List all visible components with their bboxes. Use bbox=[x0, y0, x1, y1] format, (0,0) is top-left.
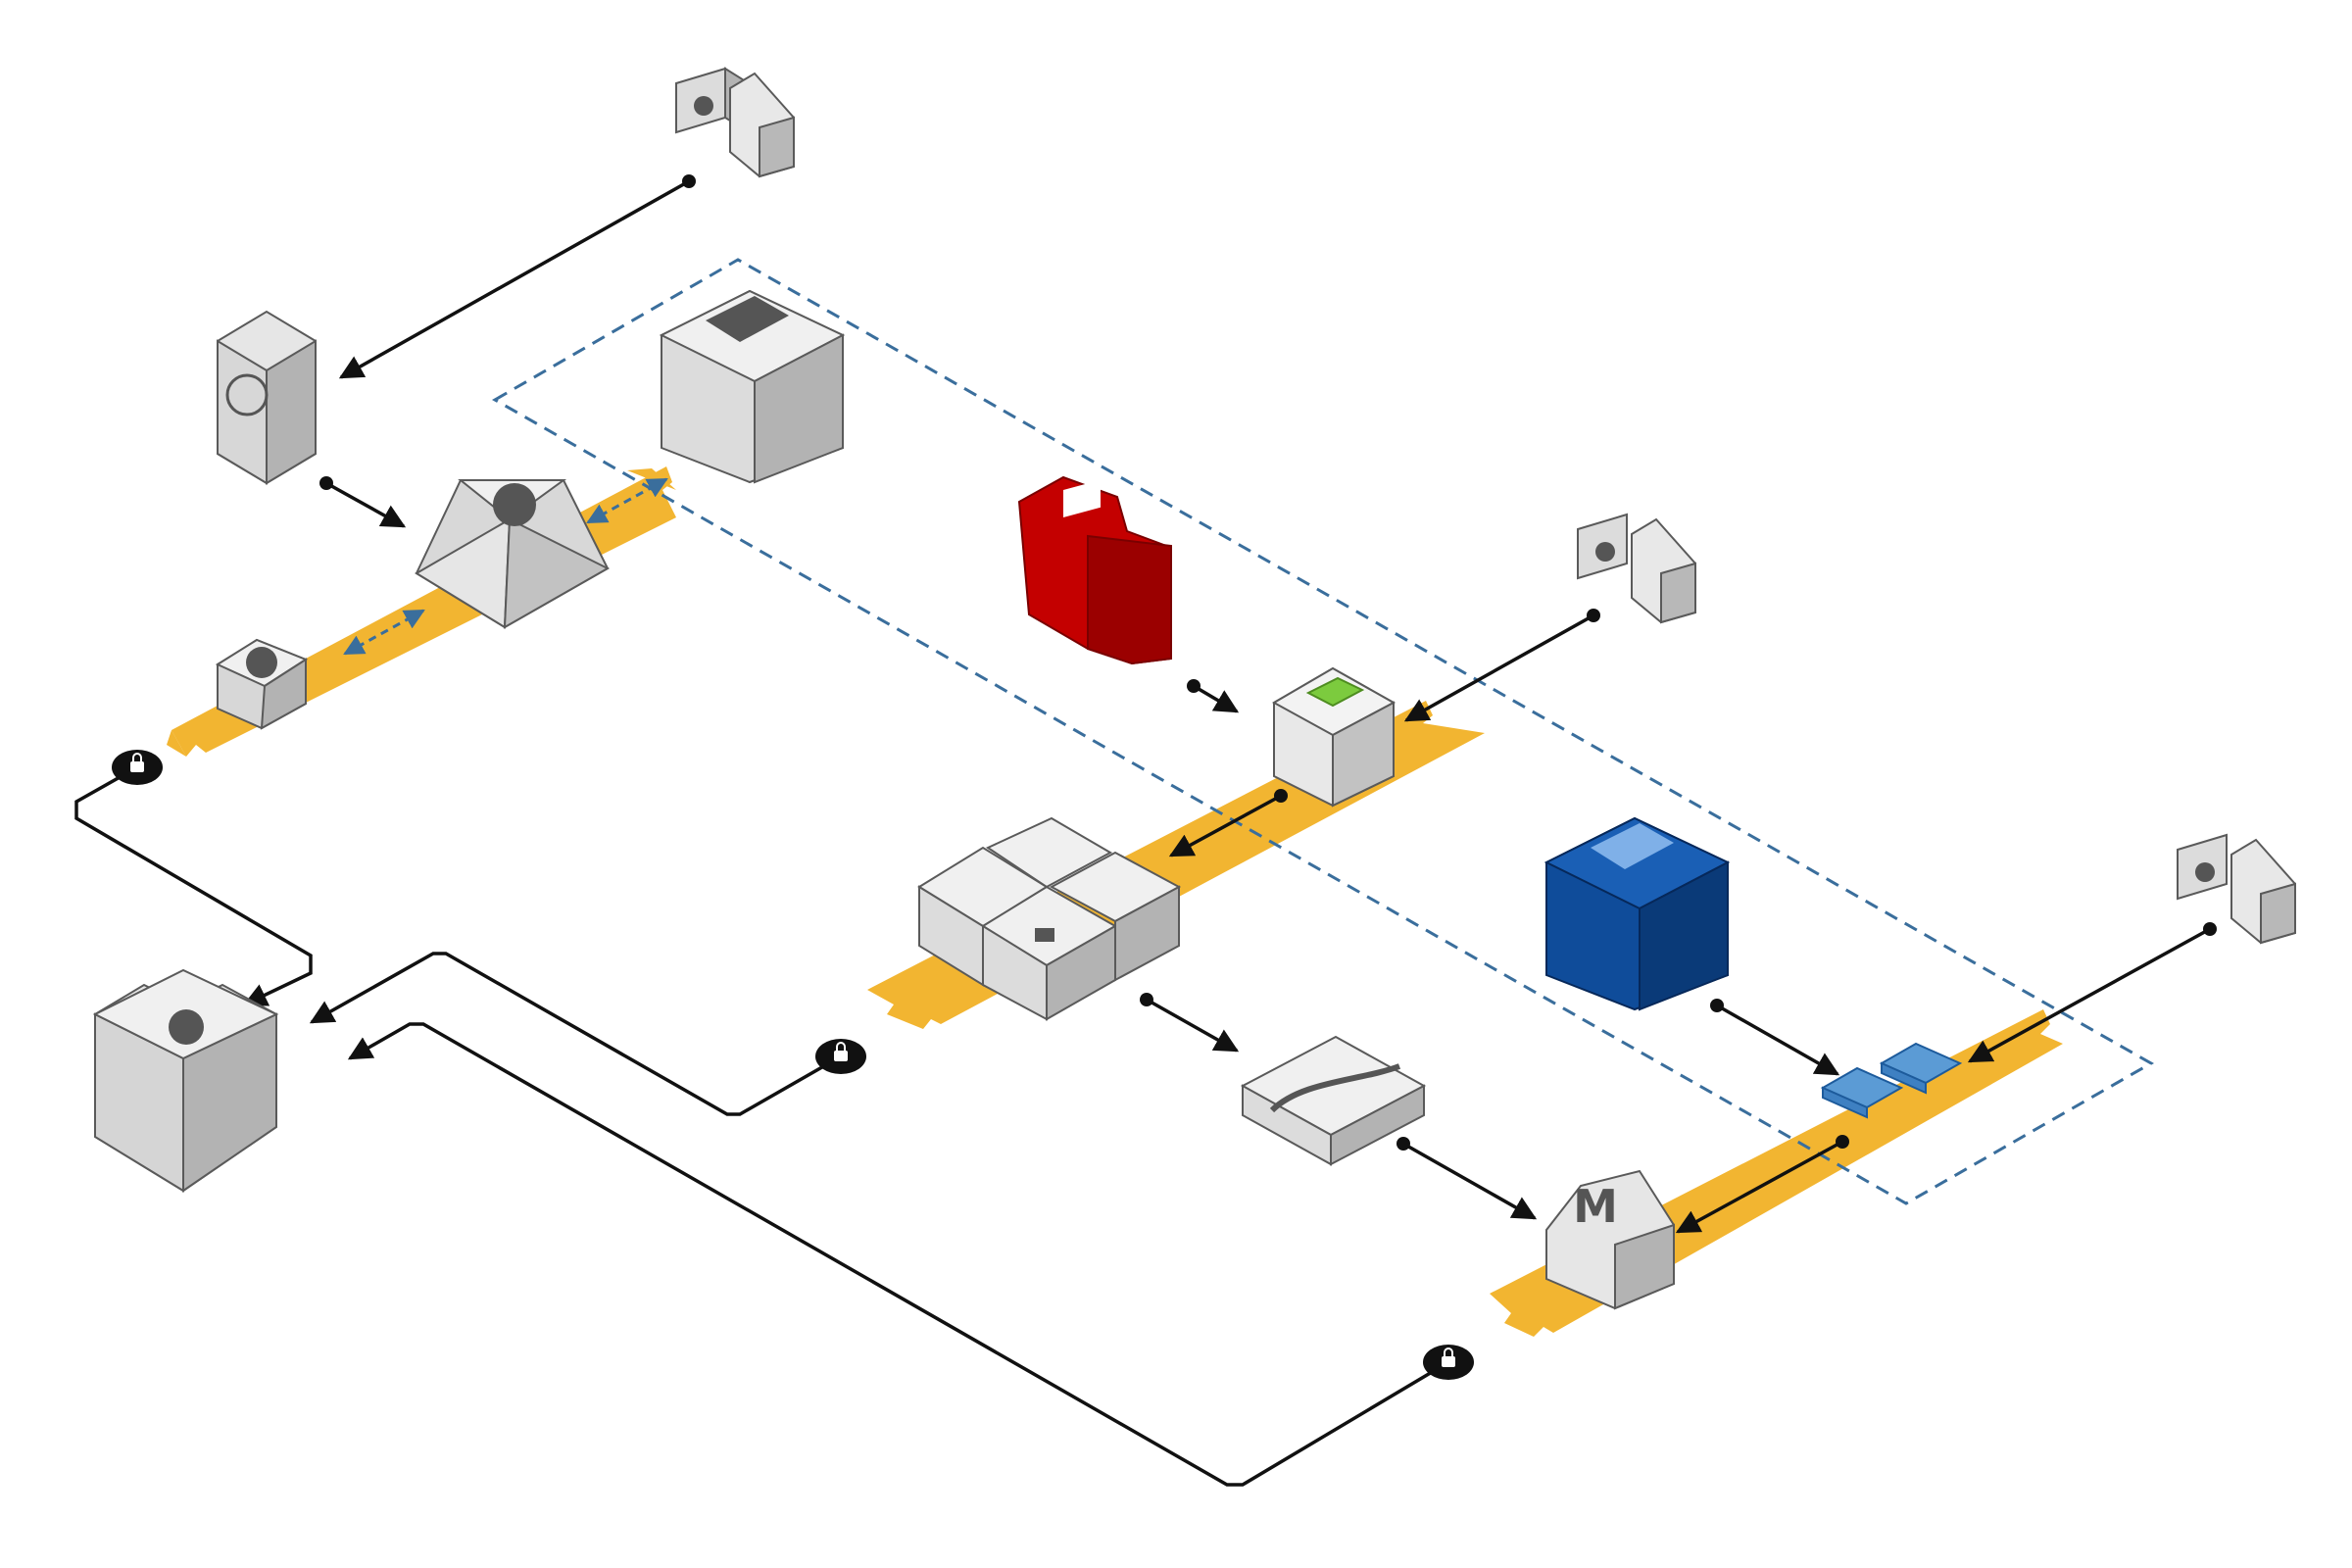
compute-cluster bbox=[917, 816, 1182, 1021]
edge-client-mid-to-lb bbox=[1403, 609, 1600, 722]
link-router-datacenter bbox=[586, 477, 668, 524]
edge-dns-to-router bbox=[319, 476, 407, 528]
edge-compute-to-cable bbox=[1140, 993, 1240, 1053]
settings-datacenter bbox=[92, 968, 279, 1193]
red-database-cluster bbox=[1017, 475, 1173, 665]
router-hub bbox=[415, 479, 611, 629]
blue-datacenter bbox=[1544, 816, 1731, 1011]
edge-lock-left-to-settings bbox=[74, 765, 313, 1006]
m-letter-icon: M bbox=[1573, 1180, 1618, 1233]
lock-icon bbox=[1442, 1356, 1455, 1367]
gear-icon bbox=[169, 1009, 204, 1045]
chip-icon bbox=[1035, 928, 1054, 942]
edge-lock-bottom-to-settings bbox=[347, 1022, 1449, 1487]
mail-gateway: M bbox=[1545, 1169, 1675, 1310]
server-rack-icon bbox=[706, 296, 789, 342]
cable-icon bbox=[1269, 1063, 1401, 1113]
edge-client-right-to-disks bbox=[1967, 922, 2217, 1063]
edge-blue-dc-to-disks bbox=[1710, 999, 1840, 1076]
router-links bbox=[343, 477, 668, 656]
edge-disks-to-mail bbox=[1675, 1135, 1849, 1234]
network-icon bbox=[493, 483, 536, 526]
edge-lock-mid-to-settings bbox=[309, 952, 842, 1116]
edge-cable-to-mail bbox=[1396, 1137, 1538, 1220]
server-rack-icon bbox=[1591, 823, 1674, 869]
edge-lb-to-compute bbox=[1168, 789, 1288, 858]
green-block-icon bbox=[1305, 676, 1365, 708]
connections bbox=[74, 174, 2217, 1487]
blue-disks bbox=[1820, 1042, 1963, 1119]
cable-junction bbox=[1240, 1035, 1427, 1166]
load-balancer bbox=[1271, 666, 1396, 808]
gray-datacenter bbox=[659, 289, 846, 484]
branch-icon bbox=[246, 647, 277, 678]
cloud-client-icon bbox=[694, 96, 713, 116]
lock-icon bbox=[834, 1051, 848, 1061]
cloud-client-icon bbox=[1595, 542, 1615, 562]
cloud-client-right bbox=[2177, 833, 2296, 945]
edge-client-top-to-dns bbox=[338, 174, 696, 379]
edge-red-db-to-lb bbox=[1187, 679, 1240, 713]
cloud-client-icon bbox=[2195, 862, 2215, 882]
lock-icon bbox=[130, 761, 144, 772]
globe-icon bbox=[225, 373, 269, 416]
lock-bottom bbox=[1423, 1345, 1474, 1380]
lock-left bbox=[112, 750, 163, 785]
dns-server bbox=[217, 310, 317, 485]
database-icon bbox=[1063, 479, 1101, 517]
link-storage-router bbox=[343, 609, 425, 656]
cloud-client-middle bbox=[1577, 513, 1696, 624]
cloud-client-top bbox=[675, 67, 795, 178]
lock-middle bbox=[815, 1039, 866, 1074]
small-storage-node bbox=[215, 638, 309, 730]
